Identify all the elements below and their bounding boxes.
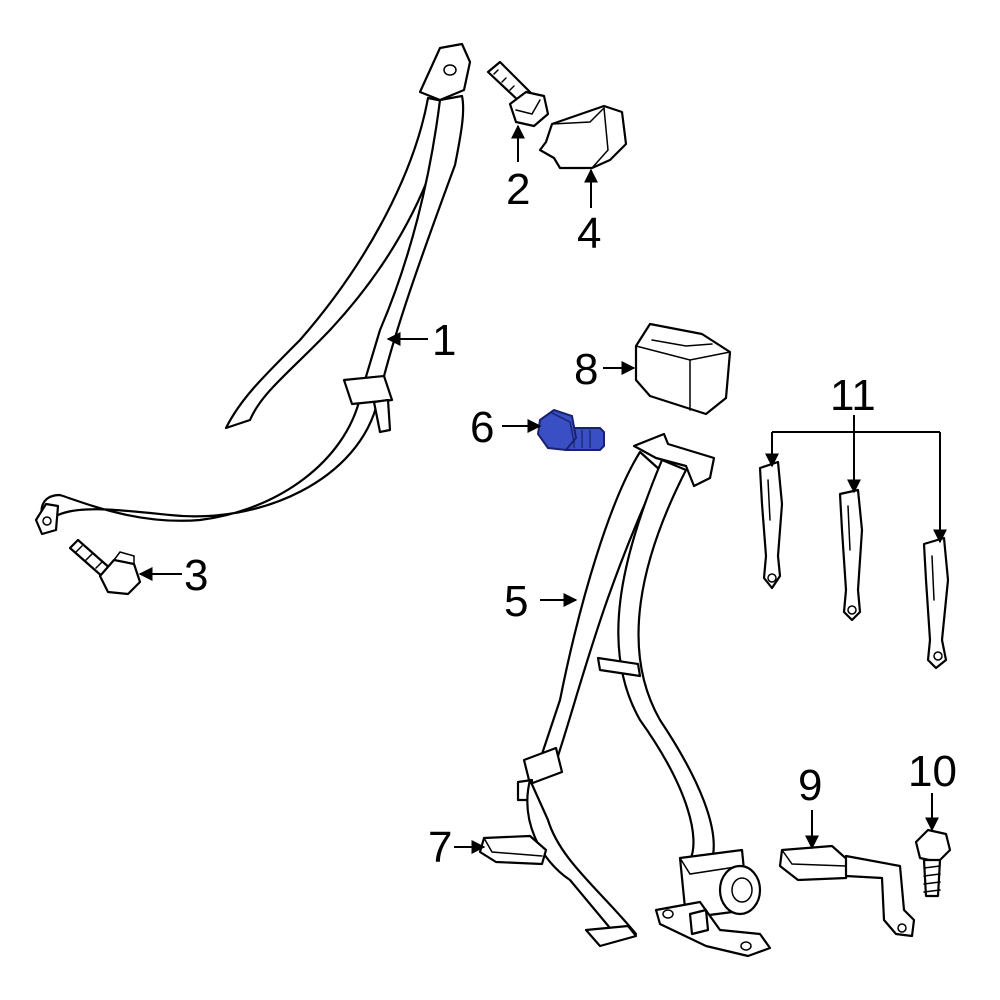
callout-5: 5 bbox=[504, 577, 528, 626]
part-11-strap-set[interactable] bbox=[758, 460, 950, 670]
callout-9: 9 bbox=[798, 761, 822, 810]
part-2-bolt[interactable] bbox=[486, 60, 550, 128]
part-6-bolt-highlighted[interactable] bbox=[536, 408, 605, 452]
part-11-strap-b[interactable] bbox=[838, 488, 864, 622]
part-5-rear-seat-belt[interactable] bbox=[516, 432, 772, 958]
callout-6: 6 bbox=[470, 403, 494, 452]
callout-10: 10 bbox=[908, 747, 957, 796]
callout-7: 7 bbox=[428, 823, 452, 872]
part-10-bolt[interactable] bbox=[914, 828, 952, 898]
callout-3: 3 bbox=[184, 551, 208, 600]
part-11-strap-c[interactable] bbox=[922, 536, 950, 670]
part-3-bolt[interactable] bbox=[68, 538, 142, 596]
callout-4: 4 bbox=[577, 209, 601, 258]
part-8-cover[interactable] bbox=[634, 322, 732, 416]
callout-1: 1 bbox=[432, 316, 456, 365]
part-9-buckle[interactable] bbox=[778, 844, 916, 938]
part-1-front-seat-belt[interactable] bbox=[34, 42, 472, 536]
part-11-strap-a[interactable] bbox=[758, 460, 784, 590]
callout-11: 11 bbox=[830, 371, 876, 420]
callout-8: 8 bbox=[574, 345, 598, 394]
callout-2: 2 bbox=[506, 165, 530, 214]
part-4-cover[interactable] bbox=[538, 104, 628, 170]
part-7-buckle[interactable] bbox=[478, 834, 548, 866]
leader-lines bbox=[138, 124, 947, 854]
